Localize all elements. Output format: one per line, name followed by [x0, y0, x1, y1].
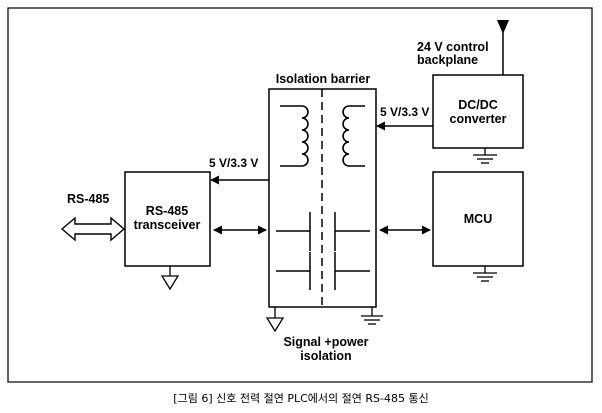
transceiver-label-line1: RS-485	[146, 204, 188, 218]
transceiver-ground-icon	[160, 266, 180, 291]
dcdc-ground-icon	[473, 148, 497, 164]
rs485-bus-label: RS-485	[67, 192, 109, 206]
signal-power-label-line1: Signal +power	[283, 335, 368, 349]
dcdc-converter-box	[432, 74, 524, 149]
mcu-ground-icon	[473, 266, 497, 282]
rs485-bus-arrow	[60, 216, 126, 242]
signal-power-label-line2: isolation	[300, 349, 351, 363]
isolation-barrier-label: Isolation barrier	[276, 72, 371, 86]
dcdc-label-line2: converter	[450, 112, 507, 126]
transceiver-label-line2: transceiver	[134, 218, 201, 232]
figure-caption: [그림 6] 신호 전력 절연 PLC에서의 절연 RS-485 통신	[173, 392, 428, 405]
mcu-label: MCU	[464, 212, 492, 226]
backplane-label-line2: backplane	[417, 53, 478, 67]
transformer-symbol	[280, 105, 365, 167]
voltage-left-label: 5 V/3.3 V	[209, 156, 258, 170]
figure-frame	[7, 7, 593, 383]
mcu-box	[432, 171, 524, 267]
rs485-transceiver-box	[124, 171, 211, 267]
isolator-right-ground-icon	[361, 307, 383, 325]
supply-antenna-symbol	[497, 20, 509, 75]
isolator-left-ground-icon	[265, 307, 285, 333]
capacitor-symbols	[276, 212, 370, 290]
dcdc-label-line1: DC/DC	[458, 98, 498, 112]
voltage-right-label: 5 V/3.3 V	[380, 105, 429, 119]
backplane-label-line1: 24 V control	[417, 40, 489, 54]
